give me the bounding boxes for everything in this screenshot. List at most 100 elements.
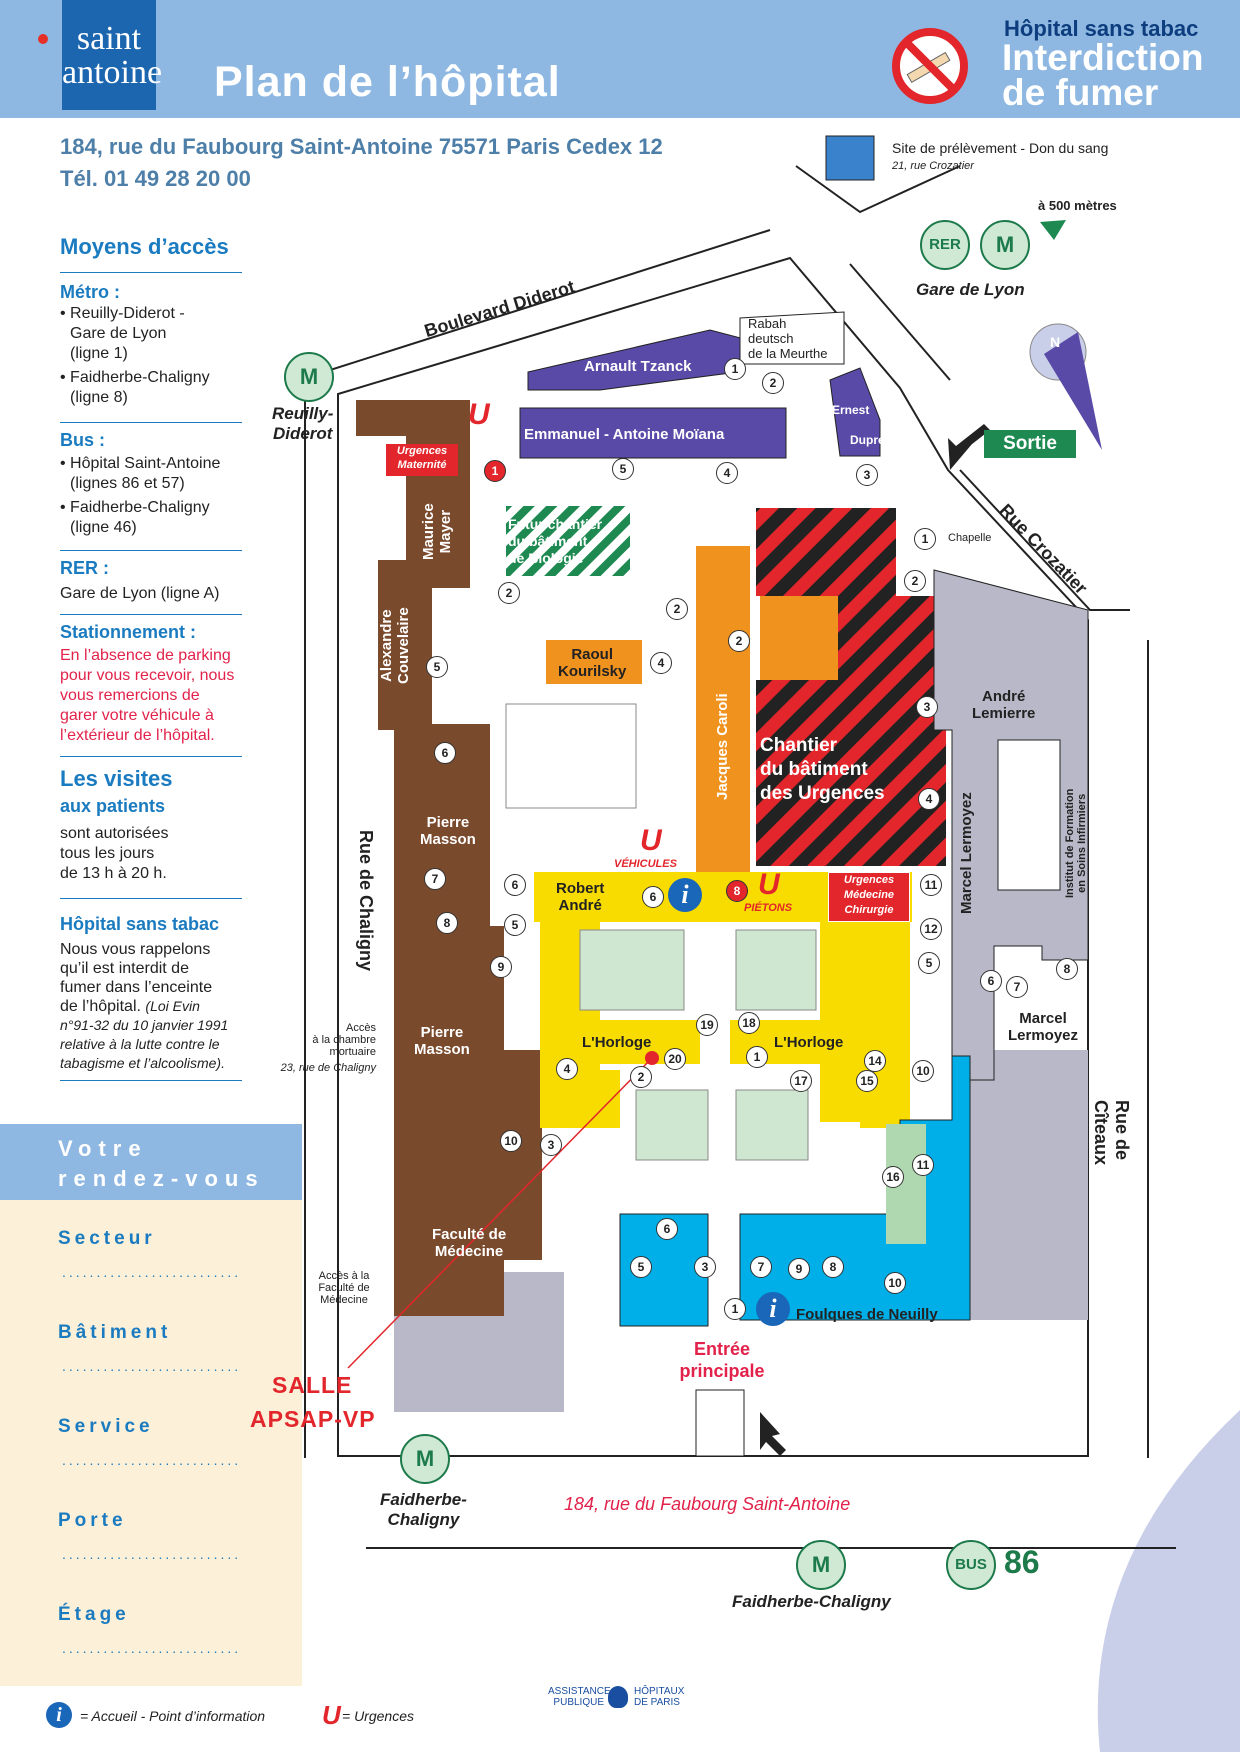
- building-faculte[interactable]: Faculté de Médecine: [432, 1226, 507, 1260]
- door-number[interactable]: 9: [490, 956, 512, 978]
- entrance-arrow-icon: [760, 1412, 786, 1456]
- door-number[interactable]: 20: [664, 1048, 686, 1070]
- door-number[interactable]: 3: [694, 1256, 716, 1278]
- grey-area: [952, 1050, 1088, 1320]
- building-arnault[interactable]: Arnault Tzanck: [584, 358, 692, 375]
- door-number[interactable]: 7: [1006, 976, 1028, 998]
- building-marcel-lermoyez[interactable]: Marcel Lermoyez: [1008, 1010, 1079, 1044]
- door-number[interactable]: 6: [642, 886, 664, 908]
- door-number[interactable]: 2: [498, 582, 520, 604]
- door-number[interactable]: 2: [630, 1066, 652, 1088]
- courtyards: [505, 703, 817, 1161]
- building-andre-lemierre[interactable]: André Lemierre: [972, 688, 1036, 722]
- door-number[interactable]: 4: [918, 788, 940, 810]
- door-number[interactable]: 8: [726, 880, 748, 902]
- door-number[interactable]: 2: [728, 630, 750, 652]
- door-number[interactable]: 1: [484, 460, 506, 482]
- building-biologie[interactable]: Futur chantier du bâtiment de Biologie: [508, 516, 603, 566]
- building-marcel-lermoyez-v[interactable]: Marcel Lermoyez: [958, 792, 975, 914]
- building-robert-andre[interactable]: Robert André: [556, 880, 605, 914]
- door-number[interactable]: 1: [724, 358, 746, 380]
- rdv-input-batiment[interactable]: ..........................: [62, 1358, 242, 1374]
- door-number[interactable]: 5: [504, 914, 526, 936]
- building-raoul-kourilsky[interactable]: Raoul Kourilsky: [558, 646, 627, 680]
- legend-urgences: = Urgences: [342, 1708, 414, 1724]
- door-number[interactable]: 14: [864, 1050, 886, 1072]
- door-number[interactable]: 3: [540, 1134, 562, 1156]
- door-number[interactable]: 6: [434, 742, 456, 764]
- door-number[interactable]: 5: [918, 952, 940, 974]
- door-number[interactable]: 5: [612, 458, 634, 480]
- rdv-input-etage[interactable]: ..........................: [62, 1640, 242, 1656]
- door-number[interactable]: 3: [916, 696, 938, 718]
- divider: [60, 756, 242, 757]
- door-number[interactable]: 18: [738, 1012, 760, 1034]
- visits-title: Les visites: [60, 766, 173, 791]
- door-number[interactable]: 7: [424, 868, 446, 890]
- rdv-input-secteur[interactable]: ..........................: [62, 1264, 242, 1280]
- info-icon-robert-andre[interactable]: i: [668, 878, 702, 912]
- door-number[interactable]: 11: [912, 1154, 934, 1176]
- building-alexandre-couvelaire[interactable]: Alexandre Couvelaire: [378, 607, 412, 684]
- building-pierre-masson[interactable]: Pierre Masson: [414, 1024, 470, 1058]
- visits-subtitle: aux patients: [60, 796, 166, 816]
- rdv-field-service: Service: [58, 1416, 154, 1437]
- no-smoking-icon: [892, 28, 968, 104]
- door-number[interactable]: 8: [436, 912, 458, 934]
- door-number[interactable]: 4: [650, 652, 672, 674]
- faculty-access: Accès à la Faculté de Médecine: [318, 1270, 370, 1306]
- door-number[interactable]: 12: [920, 918, 942, 940]
- street-chaligny: Rue de Chaligny: [356, 830, 376, 972]
- building-foulques[interactable]: Foulques de Neuilly: [796, 1306, 938, 1323]
- door-number[interactable]: 16: [882, 1166, 904, 1188]
- building-horloge-right[interactable]: L'Horloge: [774, 1034, 844, 1051]
- door-number[interactable]: 5: [630, 1256, 652, 1278]
- entrance-gate: [695, 1389, 745, 1457]
- building-maurice-mayer[interactable]: Maurice Mayer: [420, 503, 454, 560]
- info-icon-foulques[interactable]: i: [756, 1292, 790, 1326]
- page-title: Plan de l’hôpital: [214, 58, 561, 106]
- door-number[interactable]: 10: [912, 1060, 934, 1082]
- door-number[interactable]: 7: [750, 1256, 772, 1278]
- building-dupre[interactable]: Dupré: [850, 433, 885, 447]
- rdv-input-porte[interactable]: ..........................: [62, 1546, 242, 1562]
- door-number[interactable]: 2: [666, 598, 688, 620]
- parking-label: Stationnement :: [60, 622, 197, 642]
- door-number[interactable]: 19: [696, 1014, 718, 1036]
- street-lines: [304, 165, 1176, 1549]
- door-number[interactable]: 6: [656, 1218, 678, 1240]
- building-ernest[interactable]: Ernest: [832, 403, 870, 417]
- building-institut[interactable]: Institut de Formation en Soins Infirmier…: [1064, 788, 1088, 898]
- door-number[interactable]: 1: [724, 1298, 746, 1320]
- building-pierre-masson-top[interactable]: Pierre Masson: [420, 814, 476, 848]
- rdv-input-service[interactable]: ..........................: [62, 1452, 242, 1468]
- door-number[interactable]: 10: [500, 1130, 522, 1152]
- door-number[interactable]: 6: [980, 970, 1002, 992]
- door-number[interactable]: 4: [556, 1058, 578, 1080]
- door-number[interactable]: 1: [746, 1046, 768, 1068]
- door-number[interactable]: 1: [914, 528, 936, 550]
- door-number[interactable]: 3: [856, 464, 878, 486]
- door-number[interactable]: 5: [426, 656, 448, 678]
- door-number[interactable]: 11: [920, 874, 942, 896]
- door-number[interactable]: 6: [504, 874, 526, 896]
- building-jacques-caroli[interactable]: Jacques Caroli: [714, 693, 731, 800]
- urgences-u-pietons: U: [758, 868, 780, 901]
- door-number[interactable]: 17: [790, 1070, 812, 1092]
- appointment-header: Votre rendez-vous: [0, 1124, 302, 1200]
- tabac-subtitle: Hôpital sans tabac: [1004, 16, 1199, 41]
- building-rabah[interactable]: Rabah deutsch de la Meurthe: [748, 316, 828, 361]
- building-horloge-left[interactable]: L'Horloge: [582, 1034, 652, 1051]
- building-chantier-urgences[interactable]: Chantier du bâtiment des Urgences: [760, 735, 885, 804]
- building-emmanuel[interactable]: Emmanuel - Antoine Moïana: [524, 426, 725, 443]
- door-number[interactable]: 9: [788, 1258, 810, 1280]
- door-number[interactable]: 2: [904, 570, 926, 592]
- bus-list: • Hôpital Saint-Antoine (lignes 86 et 57…: [60, 455, 221, 536]
- door-number[interactable]: 10: [884, 1272, 906, 1294]
- door-number[interactable]: 8: [822, 1256, 844, 1278]
- faidherbe-bottom-label: Faidherbe-Chaligny: [732, 1592, 891, 1611]
- door-number[interactable]: 2: [762, 372, 784, 394]
- door-number[interactable]: 15: [856, 1070, 878, 1092]
- door-number[interactable]: 4: [716, 462, 738, 484]
- door-number[interactable]: 8: [1056, 958, 1078, 980]
